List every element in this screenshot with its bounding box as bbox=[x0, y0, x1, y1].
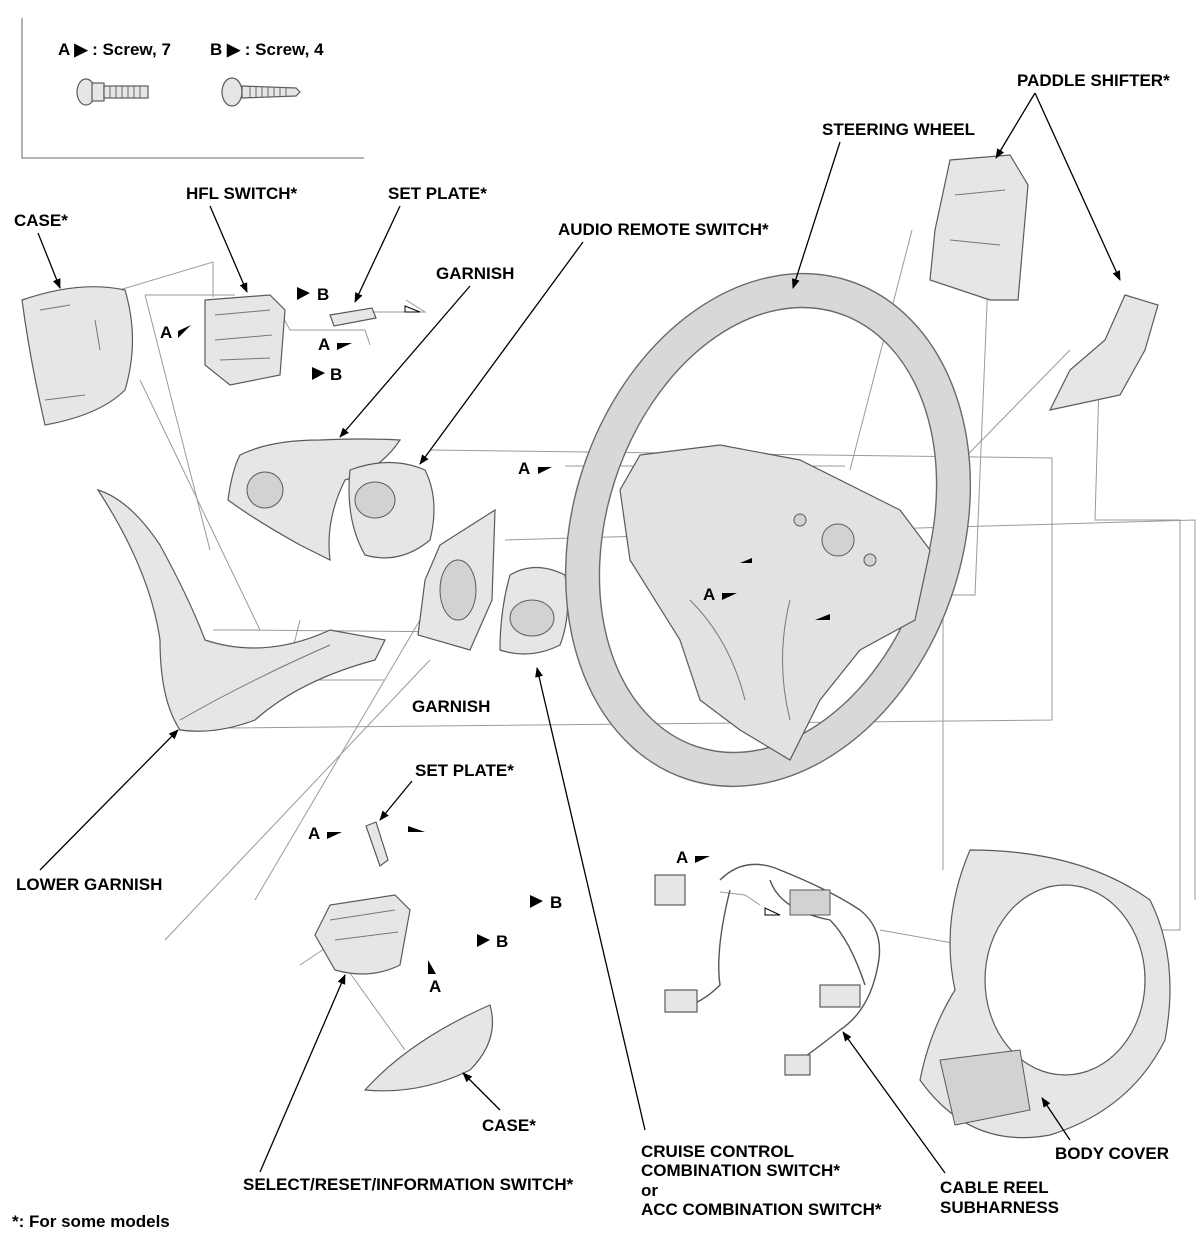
garnish-middle-part bbox=[417, 508, 496, 651]
label-body-cover: BODY COVER bbox=[1055, 1144, 1169, 1163]
paddle-shifter-left-part bbox=[929, 154, 1029, 301]
label-hfl-switch: HFL SWITCH* bbox=[186, 184, 298, 203]
cable-reel-subharness-part bbox=[654, 863, 881, 1076]
select-reset-switch-part bbox=[314, 894, 411, 975]
screw-markers: B B B B A A A A A A A bbox=[160, 285, 830, 996]
label-garnish-upper: GARNISH bbox=[436, 264, 514, 283]
leader-arrows bbox=[37, 92, 1121, 1174]
svg-text:A: A bbox=[308, 824, 320, 843]
label-audio-remote-switch: AUDIO REMOTE SWITCH* bbox=[558, 220, 769, 239]
case-upper-part bbox=[21, 286, 134, 426]
screw-marker-a: A bbox=[676, 848, 710, 867]
legend-screw-a: A ▶ : Screw, 7 bbox=[58, 40, 171, 59]
svg-text:A: A bbox=[518, 459, 530, 478]
screw-marker-a: A bbox=[160, 323, 191, 342]
label-set-plate-lower: SET PLATE* bbox=[415, 761, 514, 780]
screw-marker-b: B bbox=[312, 365, 342, 384]
label-cruise-control-line1: CRUISE CONTROL bbox=[641, 1142, 794, 1161]
set-plate-upper-part bbox=[329, 307, 377, 327]
label-case-lower: CASE* bbox=[482, 1116, 536, 1135]
label-lower-garnish: LOWER GARNISH bbox=[16, 875, 162, 894]
label-paddle-shifter: PADDLE SHIFTER* bbox=[1017, 71, 1170, 90]
svg-text:B: B bbox=[317, 285, 329, 304]
screw-marker-a: A bbox=[703, 585, 737, 604]
audio-remote-switch-part bbox=[348, 461, 435, 559]
label-garnish-middle: GARNISH bbox=[412, 697, 490, 716]
case-lower-part bbox=[363, 1004, 494, 1092]
body-cover-part bbox=[919, 849, 1171, 1139]
screw-b-icon bbox=[221, 77, 301, 107]
svg-text:A: A bbox=[429, 977, 441, 996]
footnote: *: For some models bbox=[12, 1212, 170, 1231]
screw-marker-b: B bbox=[530, 893, 562, 912]
svg-text:B: B bbox=[550, 893, 562, 912]
set-plate-lower-part bbox=[365, 821, 389, 867]
svg-text:A: A bbox=[318, 335, 330, 354]
label-cable-reel-line1: CABLE REEL bbox=[940, 1178, 1049, 1197]
screw-legend: A ▶ : Screw, 7 B ▶ : Screw, 4 bbox=[21, 18, 364, 159]
screw-marker-a: A bbox=[308, 824, 342, 843]
paddle-shifter-right-part bbox=[1048, 294, 1159, 411]
hfl-switch-part bbox=[204, 294, 286, 386]
lower-garnish-part bbox=[96, 488, 386, 732]
label-select-reset-information-switch: SELECT/RESET/INFORMATION SWITCH* bbox=[243, 1175, 574, 1194]
label-steering-wheel: STEERING WHEEL bbox=[822, 120, 975, 139]
cruise-control-switch-part bbox=[499, 566, 569, 655]
svg-text:B: B bbox=[496, 932, 508, 951]
screw-marker-a: A bbox=[318, 335, 352, 354]
label-cable-reel-line2: SUBHARNESS bbox=[940, 1198, 1059, 1217]
svg-text:A: A bbox=[160, 323, 172, 342]
steering-wheel-part bbox=[564, 272, 972, 788]
label-cruise-control-line3: or bbox=[641, 1181, 658, 1200]
screw-marker-b: B bbox=[297, 285, 329, 304]
svg-text:A: A bbox=[703, 585, 715, 604]
svg-text:A: A bbox=[676, 848, 688, 867]
screw-a-icon bbox=[76, 78, 149, 106]
label-cruise-control-line4: ACC COMBINATION SWITCH* bbox=[641, 1200, 882, 1219]
screw-marker-a: A bbox=[428, 960, 441, 996]
legend-screw-b: B ▶ : Screw, 4 bbox=[210, 40, 324, 59]
svg-text:B: B bbox=[330, 365, 342, 384]
screw-marker-a: A bbox=[518, 459, 552, 478]
label-set-plate-upper: SET PLATE* bbox=[388, 184, 487, 203]
label-case-upper: CASE* bbox=[14, 211, 68, 230]
screw-marker-b: B bbox=[477, 932, 508, 951]
label-cruise-control-line2: COMBINATION SWITCH* bbox=[641, 1161, 840, 1180]
